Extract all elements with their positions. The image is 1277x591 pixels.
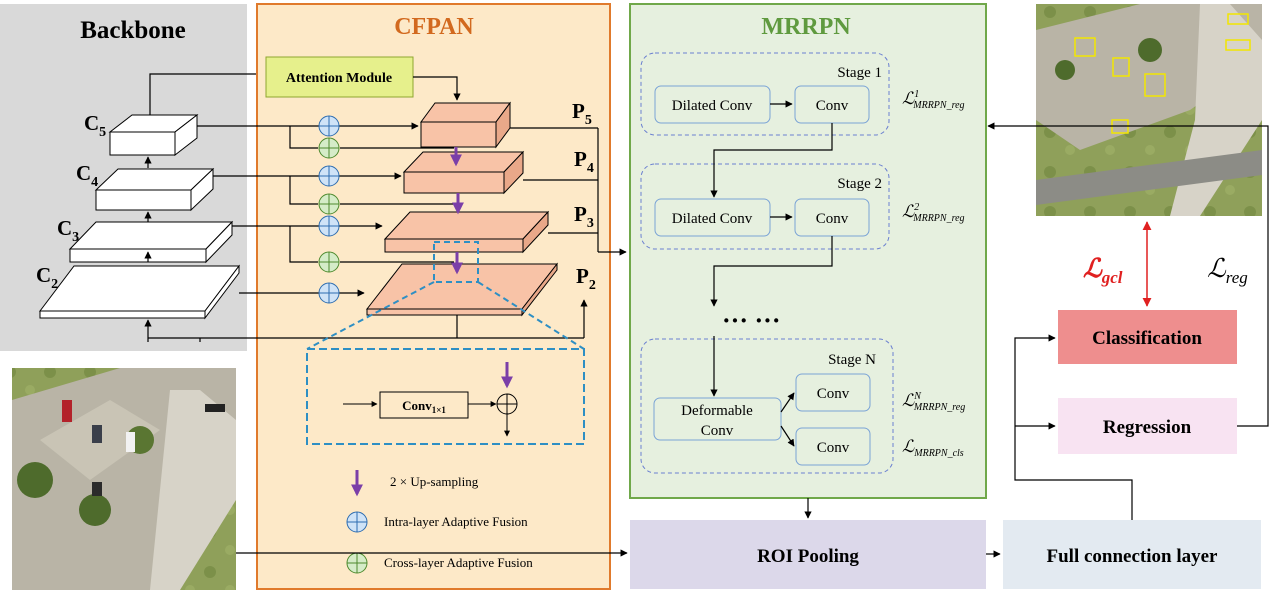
stage-ellipsis: ··· ···: [722, 306, 781, 335]
stage-1-box: [640, 52, 890, 136]
label-p5: P5: [572, 99, 592, 128]
stage-n-conv-top-label: Conv: [817, 386, 850, 402]
intra-fusion-nodes: [318, 115, 340, 304]
stage-1-dilated-conv-label: Dilated Conv: [672, 98, 753, 114]
cross-fusion-nodes: [318, 137, 340, 273]
label-p2: P2: [576, 264, 596, 293]
stage-2-box: [640, 163, 890, 250]
pyramid-block-p4: [402, 150, 525, 195]
classification-box: [1058, 310, 1237, 364]
fc-layer-label: Full connection layer: [1047, 546, 1219, 567]
label-c4: C4: [76, 161, 98, 190]
stage-2-conv-label: Conv: [816, 211, 849, 227]
stage-n-deformable-label-2: Conv: [701, 423, 734, 439]
backbone-block-c5: [108, 113, 199, 157]
attention-module: [265, 56, 414, 98]
attention-module-label: Attention Module: [286, 71, 392, 86]
stage-n-deformable-conv: [653, 397, 782, 441]
loss-reg-label: ℒreg: [1207, 254, 1248, 287]
stage-n-conv-top: [795, 373, 871, 412]
input-aerial-image: [12, 368, 236, 590]
label-c2: C2: [36, 263, 58, 292]
head-arrows: [236, 122, 1269, 558]
pyramid-block-p5: [420, 101, 511, 149]
backbone-block-c2: [38, 264, 241, 320]
backbone-title: Backbone: [80, 17, 186, 44]
legend-upsample-label: 2 × Up-sampling: [390, 474, 479, 489]
cfpan-title: CFPAN: [394, 14, 474, 40]
stage-2-dilated-conv-label: Dilated Conv: [672, 211, 753, 227]
regression-label: Regression: [1103, 417, 1192, 438]
fc-layer-box: [1003, 520, 1261, 589]
mrrpn-title: MRRPN: [761, 14, 851, 40]
loss-gcl-label: ℒgcl: [1083, 254, 1123, 287]
stage-n-deformable-label-1: Deformable: [681, 403, 753, 419]
backbone-block-c4: [94, 167, 215, 212]
stage-n-label: Stage N: [828, 352, 876, 368]
pyramid-block-p2: [365, 262, 559, 317]
legend-cross-icon: [346, 552, 368, 574]
upsample-arrows: [450, 147, 464, 275]
label-p3: P3: [574, 202, 594, 231]
detail-conv-label: Conv1×1: [402, 398, 446, 415]
loss-mrrpn-cls: ℒMRRPN_cls: [902, 437, 964, 459]
label-c5: C5: [84, 111, 106, 140]
legend-cross-label: Cross-layer Adaptive Fusion: [384, 555, 533, 570]
classification-label: Classification: [1092, 328, 1202, 349]
label-p4: P4: [574, 147, 594, 176]
fusion-connections: [148, 76, 627, 342]
pyramid-block-p3: [383, 210, 550, 254]
detail-zoom: [306, 241, 585, 445]
roi-pooling-label: ROI Pooling: [757, 546, 859, 567]
backbone-block-c3: [68, 220, 234, 264]
regression-box: [1058, 398, 1237, 454]
legend-intra-icon: [346, 511, 368, 533]
roi-pooling-box: [630, 520, 986, 589]
stage-n-box: [640, 338, 894, 474]
mrrpn-arrows: [710, 100, 833, 519]
stage-n-conv-bottom: [795, 427, 871, 466]
stage-1-label: Stage 1: [837, 65, 882, 81]
stage-1-conv-label: Conv: [816, 98, 849, 114]
label-c3: C3: [57, 216, 79, 245]
stage-n-conv-bottom-label: Conv: [817, 440, 850, 456]
legend-intra-label: Intra-layer Adaptive Fusion: [384, 514, 528, 529]
output-aerial-image: [1036, 4, 1262, 216]
stage-2-label: Stage 2: [837, 176, 882, 192]
